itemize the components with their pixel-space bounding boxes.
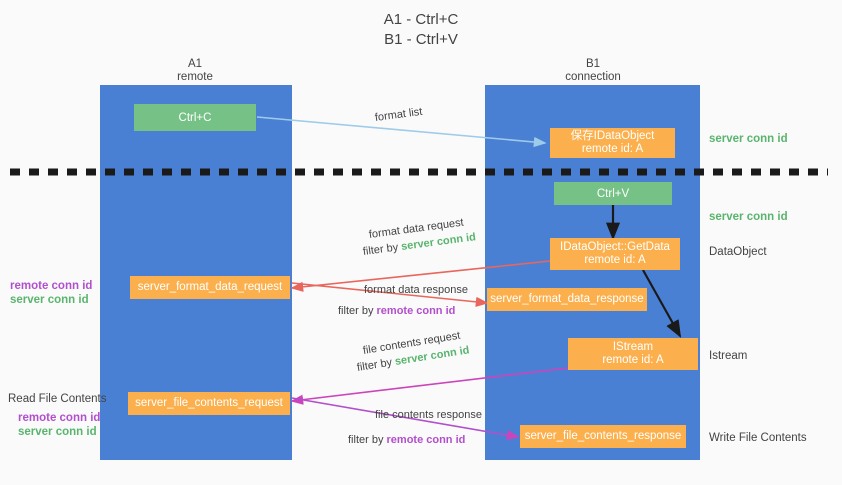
arrow-format-list	[256, 116, 547, 148]
box-ctrl-c-label: Ctrl+C	[178, 111, 212, 124]
lane-b1-name: B1	[585, 58, 601, 70]
annotation-remote-conn-id-1: remote conn id	[10, 280, 93, 292]
edge-label-format-data-response-filter: filter by remote conn id	[338, 305, 455, 317]
box-server-format-data-request[interactable]: server_format_data_request	[130, 276, 290, 299]
annotation-server-conn-id-mid: server conn id	[709, 211, 788, 223]
annotation-write-file-contents: Write File Contents	[709, 432, 807, 444]
annotation-istream: Istream	[709, 350, 748, 362]
box-ctrl-v[interactable]: Ctrl+V	[554, 182, 672, 205]
box-server-format-data-request-label: server_format_data_request	[137, 280, 283, 293]
box-getdata-line2: remote id: A	[584, 254, 646, 266]
lane-header-b1: B1 connection	[538, 58, 648, 84]
lane-a1-name: A1	[187, 58, 203, 70]
lane-header-a1: A1 remote	[140, 58, 250, 84]
edge-label-format-data-response: format data response	[364, 284, 468, 296]
page-title: A1 - Ctrl+C B1 - Ctrl+V	[0, 10, 842, 50]
annotation-server-conn-id-left-2: server conn id	[18, 426, 97, 438]
title-line-2: B1 - Ctrl+V	[384, 31, 458, 48]
annotation-dataobject: DataObject	[709, 246, 767, 258]
annotation-server-conn-id-top: server conn id	[709, 133, 788, 145]
box-server-file-contents-request[interactable]: server_file_contents_request	[128, 392, 290, 415]
box-getdata[interactable]: IDataObject::GetData remote id: A	[550, 238, 680, 270]
box-ctrl-c[interactable]: Ctrl+C	[134, 104, 256, 131]
arrow-format-data-response	[291, 282, 489, 307]
box-getdata-line1: IDataObject::GetData	[560, 240, 670, 253]
box-ctrl-v-label: Ctrl+V	[596, 187, 630, 200]
box-server-format-data-response[interactable]: server_format_data_response	[487, 288, 647, 311]
box-istream[interactable]: IStream remote id: A	[568, 338, 698, 370]
edge-label-file-contents-response: file contents response	[375, 409, 483, 421]
box-save-idataobject-line1: 保存IDataObject	[570, 129, 655, 142]
arrow-file-contents-request	[290, 367, 569, 405]
lane-a1-sub: remote	[177, 71, 213, 83]
box-save-idataobject-line2: remote id: A	[581, 143, 644, 155]
box-server-format-data-response-label: server_format_data_response	[490, 292, 644, 305]
lane-b1-sub: connection	[565, 71, 621, 83]
edge-label-file-contents-response-filter: filter by remote conn id	[348, 434, 465, 446]
filter-prefix-2: filter by	[338, 305, 377, 317]
box-server-file-contents-response[interactable]: server_file_contents_response	[520, 425, 686, 448]
arrow-format-data-request	[290, 260, 551, 292]
filter-key-remote-conn-id-2: remote conn id	[386, 434, 466, 446]
title-line-1: A1 - Ctrl+C	[383, 11, 459, 28]
arrow-file-contents-response	[291, 397, 520, 441]
box-istream-line1: IStream	[612, 340, 654, 353]
box-server-file-contents-response-label: server_file_contents_response	[524, 429, 682, 442]
filter-prefix-4: filter by	[348, 434, 387, 446]
annotation-server-conn-id-left-1: server conn id	[10, 294, 89, 306]
box-save-idataobject[interactable]: 保存IDataObject remote id: A	[550, 128, 675, 158]
annotation-read-file-contents: Read File Contents	[8, 393, 107, 405]
annotation-remote-conn-id-2: remote conn id	[18, 412, 101, 424]
filter-key-remote-conn-id-1: remote conn id	[376, 305, 456, 317]
box-server-file-contents-request-label: server_file_contents_request	[135, 396, 283, 409]
box-istream-line2: remote id: A	[602, 354, 664, 366]
arrow-getdata-to-istream	[642, 269, 682, 338]
